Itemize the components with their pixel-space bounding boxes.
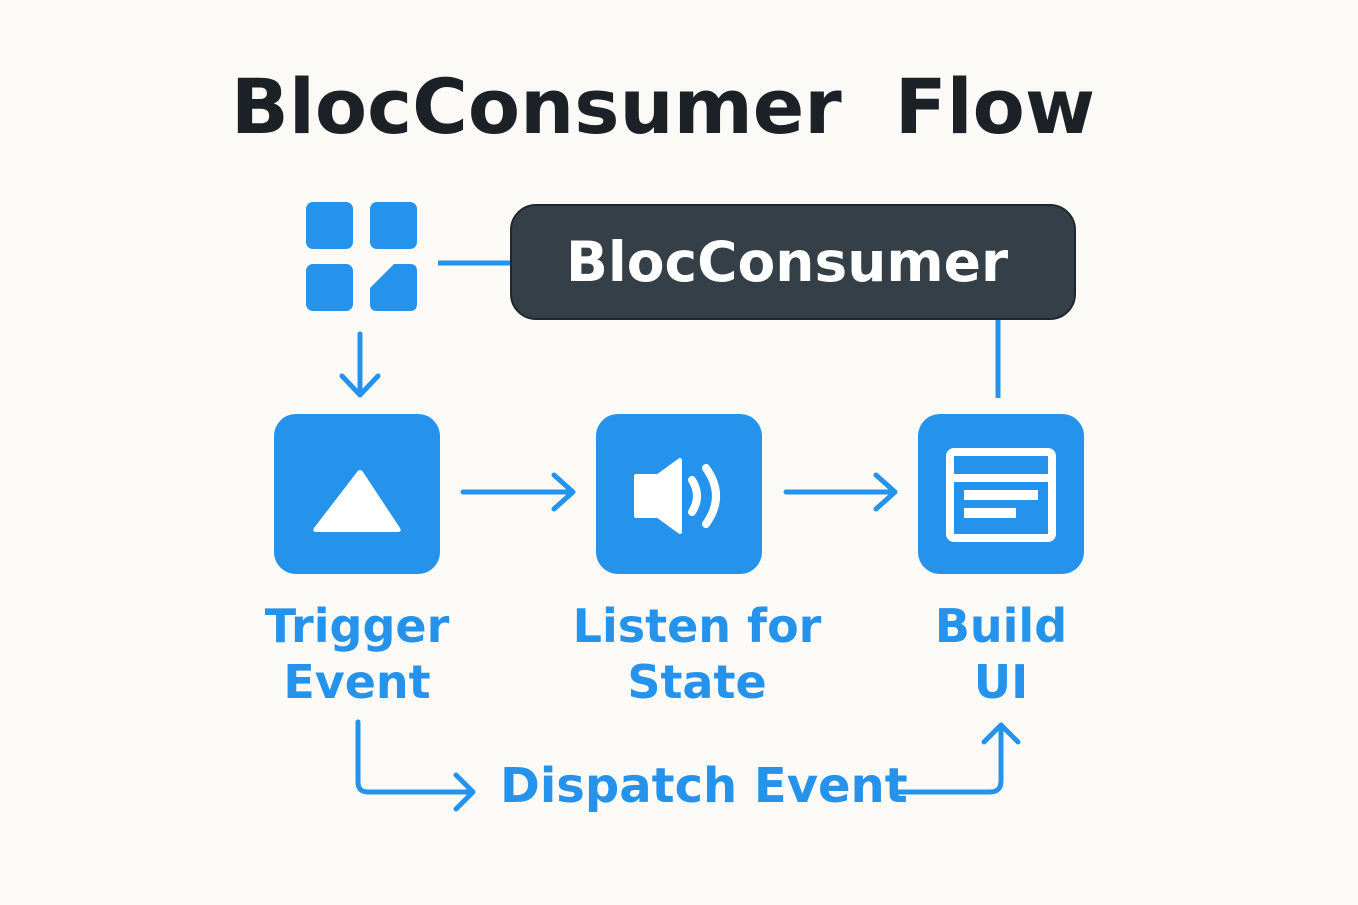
dispatch-to-build-arrow [891, 722, 1021, 795]
build-ui-line2: UI [973, 655, 1029, 709]
diagram-title: BlocConsumer Flow [230, 62, 1096, 151]
widgets-down-arrow [339, 331, 381, 398]
listen-for-state-node [596, 414, 762, 574]
triangle-icon [313, 470, 401, 532]
window-icon [946, 448, 1056, 542]
dispatch-event-label: Dispatch Event [500, 758, 908, 814]
listen-for-state-label: Listen for State [552, 598, 842, 710]
bloc-consumer-box: BlocConsumer [510, 204, 1076, 320]
bloc-consumer-label: BlocConsumer [566, 230, 1009, 294]
build-ui-node [918, 414, 1084, 574]
listen-to-build-arrow [783, 472, 898, 512]
listen-for-state-line2: State [627, 655, 767, 709]
listen-for-state-line1: Listen for [572, 599, 822, 653]
trigger-to-listen-arrow [460, 472, 576, 512]
trigger-event-line2: Event [283, 655, 431, 709]
trigger-event-line1: Trigger [264, 599, 450, 653]
widgets-icon [306, 202, 417, 311]
build-ui-line1: Build [934, 599, 1068, 653]
build-ui-label: Build UI [898, 598, 1104, 710]
speaker-icon [634, 458, 720, 534]
trigger-event-label: Trigger Event [232, 598, 482, 710]
trigger-event-node [274, 414, 440, 574]
trigger-to-dispatch-arrow [355, 719, 476, 812]
